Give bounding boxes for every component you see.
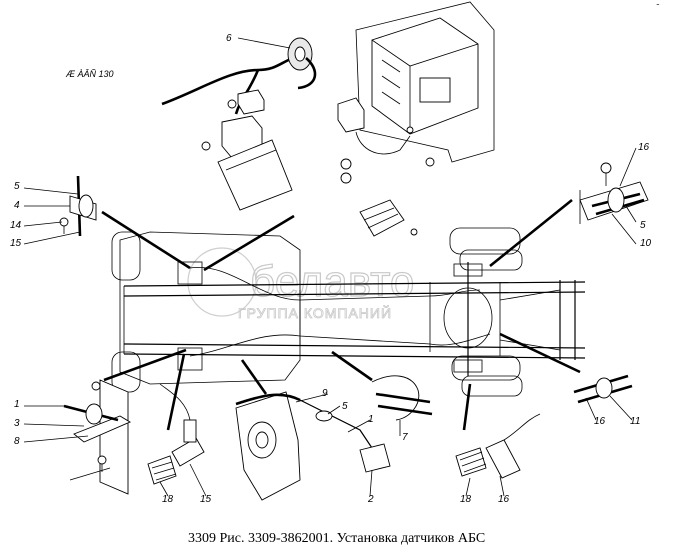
callout-9: 9 xyxy=(322,388,328,399)
callout-3: 3 xyxy=(14,418,20,429)
rear-clip-detail xyxy=(579,162,649,224)
abs-modulator-assembly xyxy=(161,1,495,237)
callout-18-right: 18 xyxy=(460,494,472,505)
callout-2: 2 xyxy=(367,494,374,505)
callout-16-top-right: 16 xyxy=(638,142,650,153)
callout-10: 10 xyxy=(640,238,652,249)
callout-7: 7 xyxy=(402,432,408,443)
callout-11: 11 xyxy=(630,416,640,427)
clip-11 xyxy=(573,374,633,404)
bushing-18-right xyxy=(455,447,487,477)
callout-5-center: 5 xyxy=(342,401,348,412)
callout-5-left: 5 xyxy=(14,181,20,192)
callout-18-left: 18 xyxy=(162,494,174,505)
watermark: белавто ГРУППА КОМПАНИЙ xyxy=(187,247,415,321)
watermark-brand: белавто xyxy=(250,257,414,306)
callout-8: 8 xyxy=(14,436,20,447)
callout-5-right: 5 xyxy=(640,220,646,231)
front-clip-detail xyxy=(59,175,97,237)
center-bracket-detail xyxy=(235,391,391,501)
callout-1-center: 1 xyxy=(368,414,374,425)
leader-lines xyxy=(101,198,581,431)
front-sensor-holder-detail xyxy=(63,379,131,495)
front-sensor-15 xyxy=(159,383,205,467)
clamp-7 xyxy=(371,375,433,421)
chassis-frame xyxy=(111,227,586,397)
callout-15-bottom: 15 xyxy=(200,494,212,505)
callout-16-right: 16 xyxy=(594,416,606,427)
watermark-subtitle: ГРУППА КОМПАНИЙ xyxy=(238,304,392,321)
callout-15-left: 15 xyxy=(10,238,22,249)
figure-caption: 3309 Рис. 3309-3862001. Установка датчик… xyxy=(188,531,485,546)
corner-mark: ˉ xyxy=(656,2,660,12)
callout-leaders xyxy=(23,37,637,497)
callout-14: 14 xyxy=(10,220,22,231)
top-reference-label: Æ ÀÂÑ 130 xyxy=(65,69,114,79)
rear-sensor-16 xyxy=(485,413,541,479)
callout-16-bottom: 16 xyxy=(498,494,510,505)
bushing-18-left xyxy=(147,455,177,485)
callout-4: 4 xyxy=(14,200,20,211)
callout-6: 6 xyxy=(226,33,232,44)
callout-1-left: 1 xyxy=(14,399,20,410)
